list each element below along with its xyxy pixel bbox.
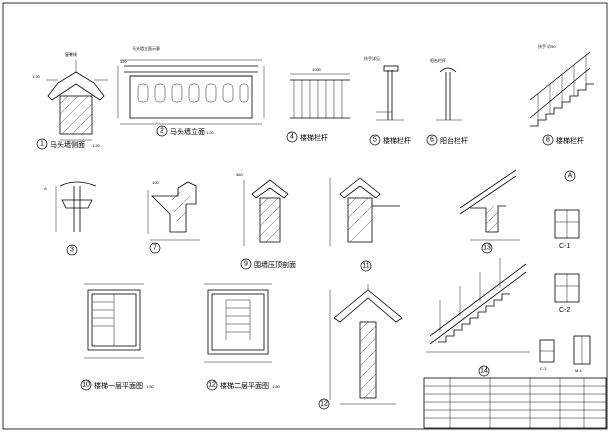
detail-5-stair-rail-section: 扶手详见 — [364, 55, 404, 121]
svg-text:1: 1 — [40, 141, 44, 148]
svg-text:楼梯栏杆: 楼梯栏杆 — [300, 133, 328, 142]
detail-4-stair-rail: 1000 — [290, 67, 350, 119]
title-block — [423, 377, 607, 429]
detail-13-label: 13 — [481, 242, 493, 254]
svg-text:11: 11 — [362, 263, 369, 270]
svg-text:1:20: 1:20 — [92, 143, 101, 148]
detail-10-stair-plan-1f — [84, 283, 144, 359]
svg-text:5: 5 — [373, 137, 377, 144]
window-c2: C-2 — [554, 273, 580, 314]
detail-2-gable-elevation: 120 马头墙立面示意 — [117, 45, 265, 125]
svg-text:M-1: M-1 — [575, 368, 583, 373]
svg-text:楼梯栏杆: 楼梯栏杆 — [383, 136, 411, 145]
detail-2-label: 2 马头墙立面 1:20 — [156, 125, 215, 137]
svg-text:马头墙立面: 马头墙立面 — [170, 127, 205, 136]
detail-7-label: 7 — [149, 242, 161, 254]
detail-12-stair-plan-2f — [204, 283, 272, 363]
detail-6-balcony-rail: 阳台栏杆 — [430, 57, 462, 121]
detail-14-label: 14 — [478, 365, 490, 377]
detail-5-label: 5 楼梯栏杆 — [369, 134, 411, 146]
svg-text:1:50: 1:50 — [272, 384, 281, 389]
detail-1-gable-side: 屋脊线 1:20 — [32, 51, 108, 141]
svg-text:100: 100 — [152, 180, 159, 185]
detail-7-eave: 100 — [147, 180, 200, 241]
detail-6-label: 6 阳台栏杆 — [426, 134, 468, 146]
svg-text:阳台栏杆: 阳台栏杆 — [440, 136, 468, 145]
detail-14-stair-section — [426, 258, 530, 353]
detail-9-label: 9 围墙压顶剖面 — [240, 258, 296, 270]
detail-12-gable-section — [329, 284, 403, 405]
window-c1: C-1 — [554, 209, 580, 250]
svg-text:A: A — [44, 186, 47, 191]
svg-text:1:20: 1:20 — [32, 74, 41, 79]
svg-text:10: 10 — [82, 382, 90, 389]
svg-text:楼梯二层平面图: 楼梯二层平面图 — [220, 381, 269, 390]
svg-text:楼梯栏杆: 楼梯栏杆 — [556, 136, 584, 145]
svg-text:13: 13 — [483, 245, 491, 252]
detail-12-label: 12 楼梯二层平面图 1:50 — [206, 379, 281, 391]
svg-text:9: 9 — [244, 261, 248, 268]
svg-text:1:20: 1:20 — [206, 130, 215, 135]
svg-text:360: 360 — [236, 172, 243, 177]
detail-8-stair-rail-inclined: 扶手 ∅50 — [529, 43, 594, 127]
detail-4-label: 4 楼梯栏杆 — [286, 131, 328, 143]
svg-text:马头墙立面示意: 马头墙立面示意 — [132, 45, 160, 51]
svg-text:楼梯一层平面图: 楼梯一层平面图 — [94, 381, 143, 390]
marker-a: A — [564, 170, 576, 182]
svg-text:C-2: C-2 — [559, 307, 570, 314]
svg-text:马头墙侧面: 马头墙侧面 — [50, 140, 85, 149]
svg-text:4: 4 — [290, 134, 294, 141]
svg-text:2: 2 — [160, 128, 164, 135]
detail-9-wall-coping: 360 — [236, 172, 289, 246]
svg-text:C-1: C-1 — [559, 243, 570, 250]
detail-10-label: 10 楼梯一层平面图 1:50 — [80, 379, 155, 391]
svg-text:扶手详见: 扶手详见 — [364, 55, 380, 61]
svg-text:阳台栏杆: 阳台栏杆 — [430, 57, 446, 63]
door-m1: M-1 — [573, 335, 591, 373]
svg-text:120: 120 — [120, 59, 127, 64]
svg-text:A: A — [568, 173, 573, 180]
detail-3-cornice: A — [44, 181, 97, 232]
detail-13-roof-eave — [459, 169, 520, 241]
svg-text:12: 12 — [320, 401, 328, 408]
svg-text:C-3: C-3 — [540, 366, 547, 371]
svg-text:1000: 1000 — [312, 67, 322, 72]
svg-text:围墙压顶剖面: 围墙压顶剖面 — [254, 260, 296, 269]
svg-text:3: 3 — [70, 247, 74, 254]
detail-1-label: 1 马头墙侧面 1:20 — [36, 138, 101, 150]
svg-text:1:50: 1:50 — [146, 384, 155, 389]
svg-text:6: 6 — [430, 137, 434, 144]
svg-text:7: 7 — [153, 245, 157, 252]
detail-11-label: 11 — [360, 260, 372, 272]
window-c3: C-3 — [539, 339, 555, 371]
detail-12b-label: 12 — [318, 398, 330, 410]
svg-text:12: 12 — [208, 382, 216, 389]
svg-text:14: 14 — [480, 368, 488, 375]
detail-3-label: 3 — [66, 244, 78, 256]
svg-text:屋脊线: 屋脊线 — [65, 51, 77, 57]
svg-text:8: 8 — [546, 137, 550, 144]
detail-8-label: 8 楼梯栏杆 — [542, 134, 584, 146]
svg-text:扶手 ∅50: 扶手 ∅50 — [538, 43, 556, 49]
detail-11-parapet — [329, 177, 400, 246]
